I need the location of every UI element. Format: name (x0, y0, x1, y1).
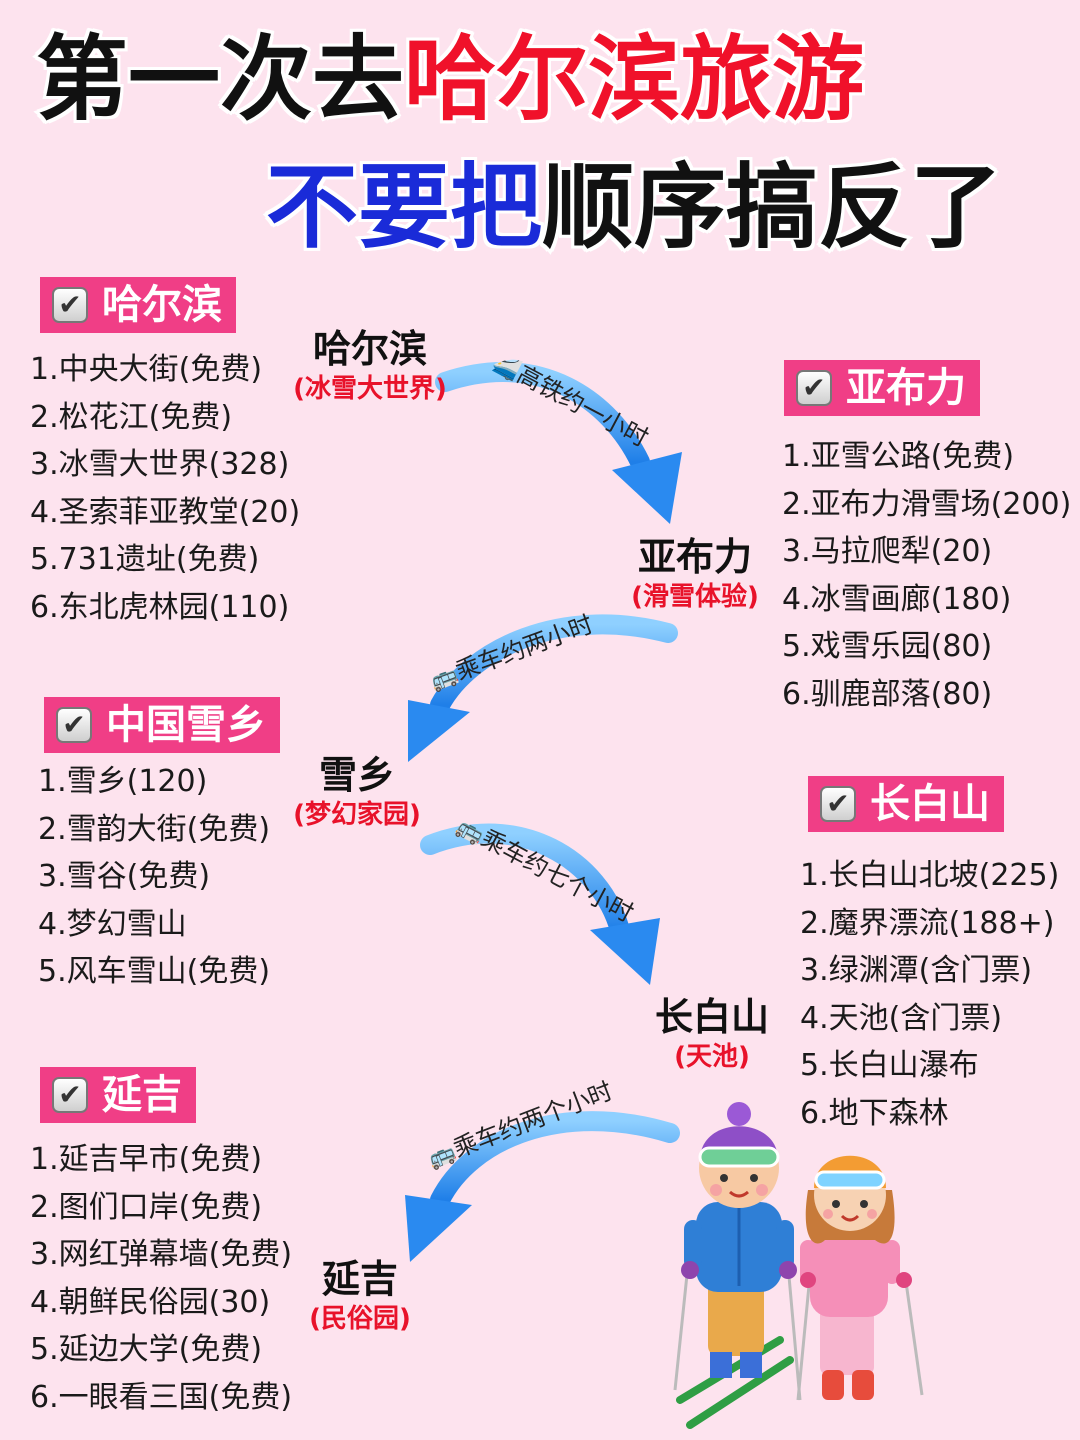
list-item: 5.731遗址(免费) (30, 542, 260, 577)
list-item: 1.雪乡(120) (38, 764, 208, 799)
title-line-2: 不要把顺序搞反了 (263, 159, 1005, 257)
list-item: 6.驯鹿部落(80) (782, 676, 993, 712)
list-item: 4.朝鲜民俗园(30) (30, 1284, 271, 1320)
checkbox-icon: ✔ (796, 370, 832, 406)
list-item: 1.延吉早市(免费) (30, 1142, 263, 1177)
checkbox-icon: ✔ (52, 1077, 88, 1113)
list-item: 5.戏雪乐园(80) (782, 629, 993, 664)
arrow-xuexiang-to-changbaishan (420, 823, 660, 985)
section-list-yabuli: 1.亚雪公路(免费) 2.亚布力滑雪场(200) 3.马拉爬犁(20) 4.冰雪… (782, 433, 1071, 718)
stop-name: 雪乡 (318, 753, 395, 797)
list-item: 1.中央大街(免费) (30, 352, 263, 387)
arrow-changbaishan-to-yanji (405, 1111, 680, 1262)
checkbox-icon: ✔ (52, 287, 88, 323)
route-stop-changbaishan: 长白山 (天池) (642, 994, 782, 1074)
title-line-1-red: 哈尔滨旅游 (401, 26, 867, 133)
stop-subtitle: (天池) (674, 1042, 750, 1072)
list-item: 2.雪韵大街(免费) (38, 811, 271, 847)
skiers-illustration (673, 1102, 924, 1429)
stop-subtitle: (梦幻家园) (293, 800, 421, 830)
section-tag-yanji: ✔ 延吉 (40, 1067, 196, 1123)
route-stop-yabuli: 亚布力 (滑雪体验) (610, 534, 780, 614)
list-item: 1.亚雪公路(免费) (782, 439, 1015, 474)
list-item: 3.绿渊潭(含门票) (800, 953, 1033, 988)
stop-name: 亚布力 (637, 535, 752, 579)
girl-skier-icon (800, 1155, 912, 1400)
title-line-2-black: 顺序搞反了 (539, 154, 1005, 261)
section-tag-xuexiang: ✔ 中国雪乡 (44, 697, 280, 753)
stop-name: 哈尔滨 (312, 327, 427, 371)
list-item: 4.梦幻雪山 (38, 906, 187, 942)
section-list-yanji: 1.延吉早市(免费) 2.图们口岸(免费) 3.网红弹幕墙(免费) 4.朝鲜民俗… (30, 1136, 292, 1421)
route-stop-yanji: 延吉 (民俗园) (290, 1256, 430, 1336)
list-item: 5.风车雪山(免费) (38, 954, 271, 989)
section-tag-label: 中国雪乡 (106, 702, 266, 748)
stop-subtitle: (民俗园) (309, 1304, 411, 1334)
arrow-harbin-to-yabuli (435, 362, 682, 524)
section-list-xuexiang: 1.雪乡(120) 2.雪韵大街(免费) 3.雪谷(免费) 4.梦幻雪山 5.风… (38, 758, 270, 996)
boy-skier-icon (681, 1102, 797, 1378)
list-item: 1.长白山北坡(225) (800, 858, 1060, 893)
stop-name: 长白山 (654, 995, 769, 1039)
list-item: 2.魔界漂流(188+) (800, 905, 1055, 941)
title-line-2-blue: 不要把 (263, 154, 545, 261)
list-item: 3.冰雪大世界(328) (30, 447, 290, 482)
list-item: 4.圣索菲亚教堂(20) (30, 494, 301, 530)
list-item: 6.东北虎林园(110) (30, 589, 290, 625)
section-list-harbin: 1.中央大街(免费) 2.松花江(免费) 3.冰雪大世界(328) 4.圣索菲亚… (30, 346, 300, 631)
section-tag-label: 亚布力 (846, 365, 966, 411)
section-tag-label: 延吉 (102, 1072, 182, 1118)
list-item: 2.亚布力滑雪场(200) (782, 486, 1072, 522)
stop-name: 延吉 (321, 1257, 398, 1301)
list-item: 3.雪谷(免费) (38, 859, 211, 894)
arrow-yabuli-to-xuexiang (408, 614, 678, 762)
list-item: 4.天池(含门票) (800, 1000, 1003, 1036)
list-item: 3.网红弹幕墙(免费) (30, 1237, 293, 1272)
title-line-1: 第一次去哈尔滨旅游 (33, 31, 867, 129)
stop-subtitle: (冰雪大世界) (293, 374, 447, 404)
list-item: 5.长白山瀑布 (800, 1048, 979, 1083)
checkbox-icon: ✔ (56, 707, 92, 743)
list-item: 6.一眼看三国(免费) (30, 1379, 293, 1415)
list-item: 2.松花江(免费) (30, 399, 233, 435)
section-tag-yabuli: ✔ 亚布力 (784, 360, 980, 416)
section-tag-harbin: ✔ 哈尔滨 (40, 277, 236, 333)
list-item: 2.图们口岸(免费) (30, 1189, 263, 1225)
list-item: 4.冰雪画廊(180) (782, 581, 1012, 617)
route-stop-xuexiang: 雪乡 (梦幻家园) (282, 752, 432, 832)
title-line-1-black: 第一次去 (33, 26, 407, 133)
section-tag-changbaishan: ✔ 长白山 (808, 776, 1004, 832)
route-stop-harbin: 哈尔滨 (冰雪大世界) (280, 326, 460, 406)
section-tag-label: 哈尔滨 (102, 282, 222, 328)
stop-subtitle: (滑雪体验) (631, 582, 759, 612)
section-tag-label: 长白山 (870, 781, 990, 827)
section-list-changbaishan: 1.长白山北坡(225) 2.魔界漂流(188+) 3.绿渊潭(含门票) 4.天… (800, 852, 1059, 1137)
checkbox-icon: ✔ (820, 786, 856, 822)
list-item: 3.马拉爬犁(20) (782, 534, 993, 569)
list-item: 6.地下森林 (800, 1095, 949, 1131)
list-item: 5.延边大学(免费) (30, 1332, 263, 1367)
